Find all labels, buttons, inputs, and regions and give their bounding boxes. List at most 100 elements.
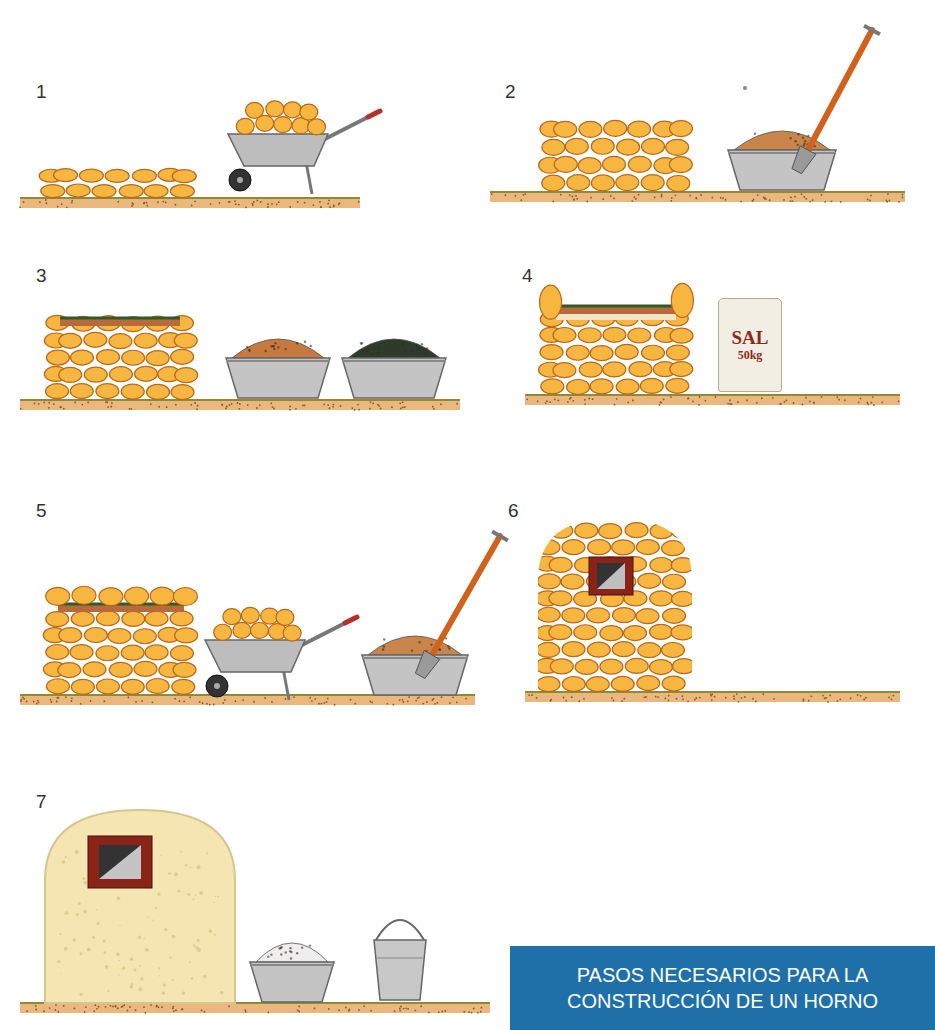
soil-dot <box>238 408 240 410</box>
stone <box>567 175 590 191</box>
soil-dot <box>432 406 434 408</box>
soil-dot <box>323 403 325 405</box>
ground-line <box>20 197 360 199</box>
shovel <box>415 532 507 679</box>
soil-dot <box>473 1008 475 1010</box>
soil-dot <box>54 1009 56 1011</box>
plaster-speck <box>172 979 174 981</box>
soil-dot <box>224 699 226 701</box>
stone <box>637 676 660 691</box>
plaster-speck <box>61 973 62 974</box>
soil-dot <box>43 1010 45 1012</box>
stone <box>70 645 93 660</box>
soil-dot <box>820 194 822 196</box>
plaster-speck <box>163 983 166 986</box>
barrow-tray <box>205 640 305 672</box>
stone-wall <box>539 311 693 395</box>
plaster-speck <box>122 967 125 970</box>
soil-dot <box>245 1011 247 1013</box>
soil-dot <box>242 699 244 701</box>
soil-dot <box>436 702 438 704</box>
stone <box>617 139 640 155</box>
stone <box>629 362 652 377</box>
step-number: 3 <box>36 266 47 285</box>
soil-dot <box>399 1008 401 1010</box>
stone <box>250 622 268 638</box>
stone <box>46 350 69 365</box>
stone <box>578 328 601 343</box>
soil-dot <box>175 404 177 406</box>
stone <box>174 333 197 348</box>
bucket <box>374 920 426 1000</box>
soil-dot <box>725 199 727 201</box>
soil-dot <box>870 402 872 404</box>
stone <box>132 169 156 182</box>
stone <box>671 558 694 573</box>
shovel-blade <box>792 146 816 174</box>
soil-dot <box>784 401 786 403</box>
soil-dot <box>664 697 666 699</box>
soil-dot <box>668 699 670 701</box>
soil-dot <box>560 194 562 196</box>
soil-dot <box>46 202 48 204</box>
soil-dot <box>314 1008 316 1010</box>
stone <box>150 587 174 605</box>
soil-dot <box>222 702 224 704</box>
plaster-speck <box>105 965 109 969</box>
stone <box>223 609 241 625</box>
stone <box>125 587 149 605</box>
window-shade <box>99 845 141 879</box>
pile-grain <box>296 342 298 344</box>
tub-rim <box>728 152 836 154</box>
plaster-speck <box>57 960 60 963</box>
stone <box>662 676 685 691</box>
soil-dot <box>201 1010 203 1012</box>
stone <box>624 626 647 641</box>
stone <box>122 350 145 365</box>
stone <box>537 642 560 657</box>
plaster-speck <box>87 948 91 952</box>
plaster-speck <box>147 917 149 919</box>
stone <box>84 627 107 642</box>
stone <box>666 345 689 360</box>
soil-dot <box>234 200 236 202</box>
stone <box>173 662 196 677</box>
plaster-speck <box>65 856 67 858</box>
soil-dot <box>785 399 787 401</box>
soil-dot <box>229 201 231 203</box>
soil-dot <box>404 406 406 408</box>
soil-dot <box>456 403 458 405</box>
soil-dot <box>801 193 803 195</box>
soil-dot <box>110 1005 112 1007</box>
pile-grain <box>249 350 251 352</box>
soil-dot <box>239 403 241 405</box>
pile-grain <box>248 349 250 351</box>
soil-dot <box>575 195 577 197</box>
plaster-speck <box>192 898 194 900</box>
soil-dot <box>699 697 701 699</box>
soil-dot <box>175 1009 177 1011</box>
soil-dot <box>536 697 538 699</box>
soil-dot <box>870 195 872 197</box>
stone <box>46 645 69 660</box>
soil-dot <box>57 697 59 699</box>
plaster-speck <box>220 991 223 994</box>
pile-grain <box>289 950 291 952</box>
soil-dot <box>671 197 673 199</box>
soil-dot <box>313 204 315 206</box>
soil-dot <box>157 201 159 203</box>
soil-dot <box>112 1006 114 1008</box>
stone <box>638 643 661 658</box>
pile-grain <box>264 350 266 352</box>
soil-dot <box>49 1007 51 1009</box>
soil-dot <box>698 404 700 406</box>
plaster-speck <box>119 925 120 926</box>
soil-dot <box>740 201 742 203</box>
soil-dot <box>769 199 771 201</box>
shovel-blade <box>415 651 439 679</box>
soil-dot <box>59 406 61 408</box>
soil-dot <box>808 700 810 702</box>
pile-grain <box>366 350 368 352</box>
pile-grain <box>296 952 298 954</box>
lime-tub <box>250 943 334 1002</box>
